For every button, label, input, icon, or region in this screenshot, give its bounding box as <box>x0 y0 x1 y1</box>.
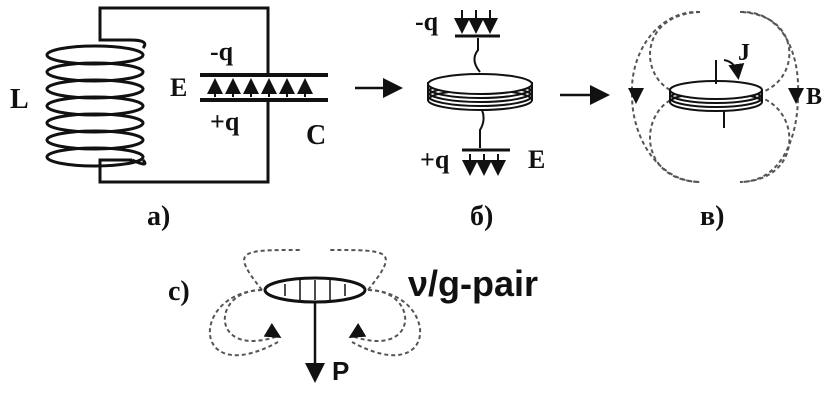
bottom-lead-b <box>479 109 485 148</box>
caption-v: в) <box>700 201 724 232</box>
inductor-label: L <box>10 84 29 115</box>
ring-hatch <box>284 280 346 300</box>
caption-c: c) <box>168 276 190 307</box>
field-arrowheads-c <box>263 322 367 339</box>
moment-label: P <box>332 356 349 386</box>
inductor-coil <box>45 44 145 168</box>
coil-top-lead <box>129 38 147 49</box>
current-label: J <box>738 40 750 66</box>
circuit-wire <box>98 6 270 184</box>
pair-label: ν/g-pair <box>408 263 538 304</box>
field-arrows-b-bottom <box>462 154 506 176</box>
field-arrows-a <box>207 78 313 97</box>
disk-b <box>427 73 533 111</box>
panel-v: J B в) <box>628 10 822 232</box>
dipole-field-lines <box>208 249 422 357</box>
top-charge-label-a: -q <box>210 37 234 66</box>
disk-v <box>669 80 763 112</box>
top-charge-label-b: -q <box>415 7 439 36</box>
panel-c: c) ν/g-pair P <box>168 249 538 386</box>
field-label-b: E <box>528 145 545 174</box>
bottom-charge-label-b: +q <box>420 145 450 174</box>
magnetic-field-label: B <box>806 84 822 110</box>
coil-bottom-lead <box>131 158 147 166</box>
caption-a: a) <box>147 201 170 232</box>
capacitor-label: C <box>306 120 326 151</box>
field-line-right <box>739 11 791 183</box>
field-label-a: E <box>170 73 187 102</box>
field-direction-arrows <box>628 88 804 104</box>
caption-b: б) <box>470 201 493 232</box>
top-lead-b <box>473 38 481 73</box>
field-arrows-b-top <box>454 10 498 34</box>
panel-a: L E -q +q C a) <box>10 6 328 232</box>
current-arrow <box>723 59 745 80</box>
panel-b: -q +q E б) <box>415 7 545 232</box>
bottom-charge-label-a: +q <box>210 107 240 136</box>
